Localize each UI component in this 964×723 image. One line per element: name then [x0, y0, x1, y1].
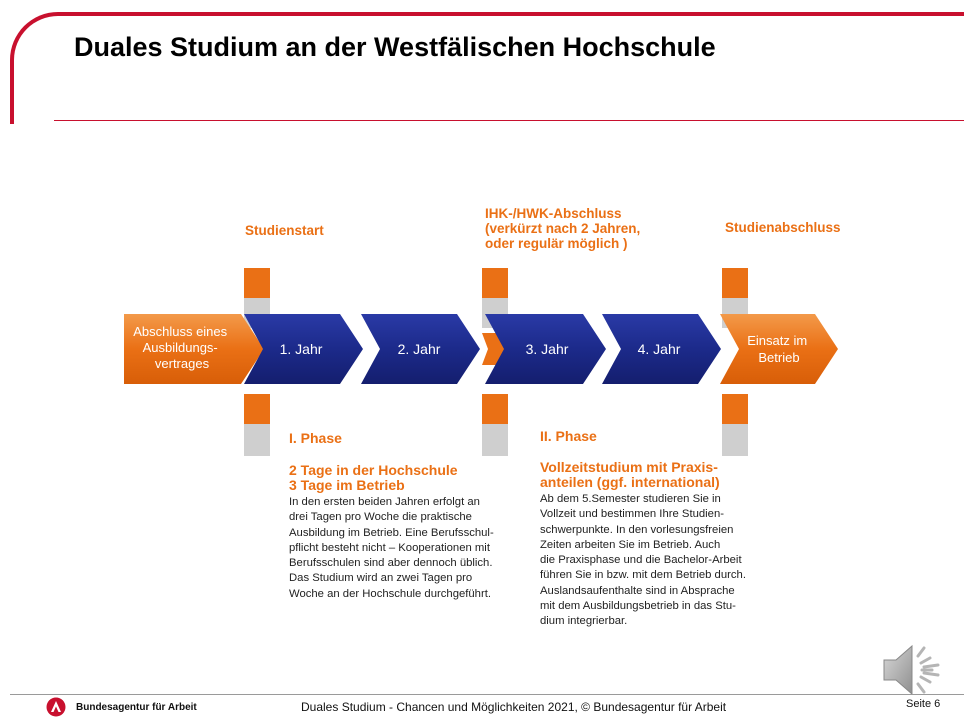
phase2-text-line: schwerpunkte. In den vorlesungsfreien [540, 523, 734, 536]
step-placement-label: Einsatz im Betrieb [747, 333, 811, 365]
phase1-subtitle: 2 Tage in der Hochschule 3 Tage im Betri… [289, 463, 458, 493]
speaker-icon[interactable] [880, 640, 944, 700]
milestone-ihk-line: (verkürzt nach 2 Jahren, [485, 221, 641, 236]
phase1-text-line: drei Tagen pro Woche die praktische [289, 511, 472, 524]
page-number: Seite 6 [906, 698, 941, 710]
corner-arc-decoration [10, 12, 94, 124]
step-placement-chevron [720, 314, 838, 384]
milestone-start-label: Studienstart [245, 223, 324, 238]
phase2-text: Ab dem 5.Semester studieren Sie in Vollz… [540, 492, 746, 630]
ba-logo-icon [46, 697, 66, 717]
phase2-text-line: Vollzeit und bestimmen Ihre Studien- [540, 508, 724, 521]
phase1-text-line: Das Studium wird an zwei Tagen pro [289, 572, 473, 585]
phase2-title: II. Phase [540, 428, 597, 444]
phase1-subtitle-line: 2 Tage in der Hochschule [289, 462, 458, 478]
phase2-text-line: Zeiten arbeiten Sie im Betrieb. Auch [540, 538, 721, 551]
step-year1-chevron [244, 314, 363, 384]
milestone-ihk-label: IHK-/HWK-Abschluss (verkürzt nach 2 Jahr… [485, 206, 640, 251]
phase2-text-line: die Praxisphase und die Bachelor-Arbeit [540, 554, 742, 567]
step-year4-label: 4. Jahr [638, 341, 681, 357]
step-year2-chevron [361, 314, 480, 384]
phase1-text-line: In den ersten beiden Jahren erfolgt an [289, 496, 480, 508]
milestone-ihk-line: oder regulär möglich ) [485, 236, 628, 251]
step-year2-label: 2. Jahr [398, 341, 441, 357]
top-accent-line [88, 12, 964, 16]
step-year3-chevron [485, 314, 606, 384]
phase1-text-line: Berufsschulen sind aber dennoch üblich. [289, 557, 493, 570]
milestone-ihk-line: IHK-/HWK-Abschluss [485, 206, 622, 221]
phase2-text-line: Auslandsaufenthalte sind in Absprache [540, 584, 735, 597]
milestone-bar-end [722, 268, 748, 456]
phase1-text: In den ersten beiden Jahren erfolgt an d… [289, 495, 494, 602]
footer-caption: Duales Studium - Chancen und Möglichkeit… [301, 700, 727, 714]
step-contract-label: Abschluss eines Ausbildungs- vertrages [133, 324, 231, 371]
milestone-end-label: Studienabschluss [725, 220, 841, 235]
phase2-subtitle: Vollzeitstudium mit Praxis- anteilen (gg… [540, 460, 720, 490]
phase1-text-line: Woche an der Hochschule durchgeführt. [289, 587, 491, 600]
phase2-subtitle-line: anteilen (ggf. international) [540, 474, 720, 490]
slide-title: Duales Studium an der Westfälischen Hoch… [74, 32, 716, 62]
phase1-title: I. Phase [289, 430, 342, 446]
footer-brand-name: Bundesagentur für Arbeit [76, 702, 197, 713]
phase2-text-line: Ab dem 5.Semester studieren Sie in [540, 493, 721, 505]
step-year1-label: 1. Jahr [280, 341, 323, 357]
phase2-text-line: mit dem Ausbildungsbetrieb in das Stu- [540, 600, 736, 613]
phase2-subtitle-line: Vollzeitstudium mit Praxis- [540, 459, 718, 475]
step-year4-chevron [602, 314, 721, 384]
phase1-subtitle-line: 3 Tage im Betrieb [289, 477, 405, 493]
title-rule [54, 120, 964, 121]
phase2-text-line: führen Sie in bzw. mit dem Betrieb durch… [540, 569, 746, 582]
phase1-text-line: Ausbildung im Betrieb. Eine Berufsschul- [289, 526, 494, 539]
footer-rule [10, 694, 964, 695]
phase2-text-line: dium integrierbar. [540, 615, 628, 628]
phase1-text-line: pflicht besteht nicht – Kooperationen mi… [289, 541, 490, 554]
step-contract-chevron [124, 314, 264, 384]
step-year3-label: 3. Jahr [526, 341, 569, 357]
